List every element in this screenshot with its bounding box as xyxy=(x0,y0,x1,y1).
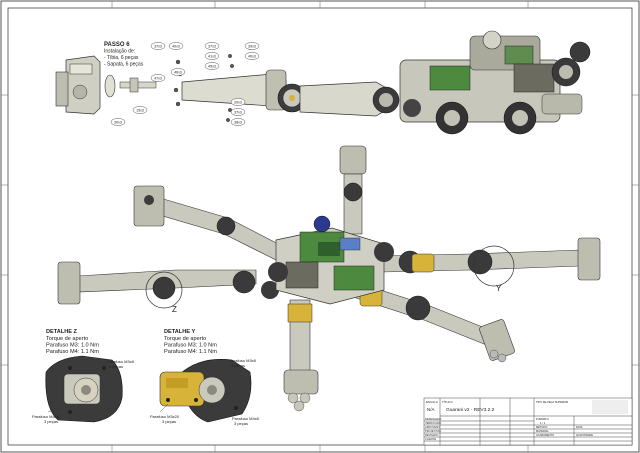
part-balloon-label: 15x3 xyxy=(136,108,144,112)
part-balloon-label: 45x3 xyxy=(208,64,216,68)
title-block-title-label: TÍTULO xyxy=(442,400,453,404)
detail-z-torque-line: Parafuso M3: 1.0 Nm xyxy=(46,343,99,349)
step-line: Instalação de: xyxy=(104,49,135,55)
title-block-row-label: PROJETISTA xyxy=(425,429,441,433)
robot-body-top-view xyxy=(372,30,591,135)
foot-part xyxy=(55,55,101,115)
title-block-row-label: DESENHADO xyxy=(425,417,441,421)
leg-bottom xyxy=(283,299,319,412)
part-balloon-label: 38x3 xyxy=(234,120,242,124)
detail-y-note-line: Parafuso M4x8 xyxy=(232,416,260,421)
title-block-row-label: APROVADO xyxy=(425,425,440,429)
part-balloon-label: 20x3 xyxy=(234,100,242,104)
title-block-field: QUANTIDADE xyxy=(576,433,593,437)
title-block-row-label: CLIENTE xyxy=(425,437,436,441)
title-block-field: DATA xyxy=(576,425,583,429)
part-balloon-label: 40x3 xyxy=(172,44,180,48)
bushing-part xyxy=(129,77,139,93)
detail-z-note-line: 3 peças xyxy=(44,419,58,424)
exploded-view-step-6: PASSO 6 Instalação de: - Tíbia, 6 peças … xyxy=(55,30,591,135)
leg-upper-left xyxy=(133,185,287,263)
drawing-title: Guarani v2 - REV3.2.2 xyxy=(446,407,495,413)
part-balloon-label: 37x3 xyxy=(154,44,162,48)
detail-y-note-line: 3 peças xyxy=(162,419,176,424)
title-block-field: ACABAMENTO xyxy=(536,433,554,437)
part-balloon: 40x3 xyxy=(244,52,260,60)
part-balloon-label: 37x3 xyxy=(234,110,242,114)
title-block xyxy=(423,397,633,446)
detail-z-drawing xyxy=(45,355,123,423)
title-block-row-label: VERIFICADO xyxy=(425,421,441,425)
part-balloon-label: 46x3 xyxy=(174,70,182,74)
robot-body xyxy=(268,215,394,305)
part-balloon: 47x3 xyxy=(150,74,166,82)
detail-z-section: DETALHE Z Torque de aperto Parafuso M3: … xyxy=(32,329,135,424)
title-block-field: MÉTODO xyxy=(536,424,547,429)
detail-z-note-line: Parafuso M3x8 xyxy=(107,359,135,364)
part-balloon-label: 30x3 xyxy=(114,120,122,124)
detail-y-torque-line: Parafuso M3: 1.0 Nm xyxy=(164,343,217,349)
step-line: - Sapata, 6 peças xyxy=(104,62,144,68)
part-balloon-label: 39x3 xyxy=(248,44,256,48)
part-balloon: 37x3 xyxy=(230,108,246,116)
detail-z-torque-line: Parafuso M4: 1.1 Nm xyxy=(46,349,99,355)
part-balloon: 38x3 xyxy=(230,118,246,126)
part-balloon: 37x3 xyxy=(150,42,166,50)
title-block-scale: N/A xyxy=(427,407,435,412)
detail-y-callout-label: Y xyxy=(496,284,502,293)
part-balloon: 45x3 xyxy=(204,62,220,70)
detail-y-note-line: 3 peças xyxy=(231,363,245,368)
leg-lower-right xyxy=(355,283,515,363)
part-balloon: 15x3 xyxy=(132,106,148,114)
part-balloon: 41x3 xyxy=(204,52,220,60)
leader-line xyxy=(223,361,229,369)
detail-y-note-line: 3 peças xyxy=(234,421,248,426)
part-balloons: 37x3 40x3 37x3 41x3 45x3 46x3 47x3 15x3 30x3 20x3… xyxy=(110,42,260,126)
detail-z-torque-title: Torque de aperto xyxy=(46,336,88,342)
step-line: - Tíbia, 6 peças xyxy=(104,55,139,61)
detail-y-torque-line: Parafuso M4: 1.1 Nm xyxy=(164,349,217,355)
leader-line xyxy=(103,361,107,367)
leg-top xyxy=(339,145,367,235)
part-balloon: 20x3 xyxy=(230,98,246,106)
title-block-field: MATERIAL xyxy=(536,429,549,433)
detail-y-callout-circle xyxy=(473,245,515,287)
detail-z-title: DETALHE Z xyxy=(46,329,78,335)
part-balloon-label: 40x3 xyxy=(248,54,256,58)
hexapod-isometric-view: Y Z xyxy=(57,145,601,412)
washer-part xyxy=(104,74,116,98)
part-balloon: 37x3 xyxy=(204,42,220,50)
title-block-field: FORMATO xyxy=(536,417,549,421)
leader-line xyxy=(159,403,169,413)
part-balloon-label: 41x3 xyxy=(208,54,216,58)
step-title: PASSO 6 xyxy=(104,42,130,48)
detail-y-section: DETALHE Y Torque de aperto Parafuso M3: … xyxy=(150,329,260,426)
part-balloon-label: 47x3 xyxy=(154,76,162,80)
detail-y-torque-title: Torque de aperto xyxy=(164,336,206,342)
detail-y-note-line: Parafuso M3x20 xyxy=(150,414,180,419)
detail-z-callout-label: Z xyxy=(172,305,177,314)
part-balloon: 40x3 xyxy=(168,42,184,50)
part-balloon: 46x3 xyxy=(170,68,186,76)
joint-motor xyxy=(277,83,307,113)
part-balloon: 30x3 xyxy=(110,118,126,126)
detail-y-title: DETALHE Y xyxy=(164,329,195,335)
detail-y-drawing xyxy=(159,359,252,423)
title-block-scale-label: ESCALA xyxy=(426,400,438,404)
leader-line xyxy=(47,407,63,413)
part-balloon: 39x3 xyxy=(244,42,260,50)
title-block-row-label: REVISADO xyxy=(425,433,438,437)
title-block-right-header: TIPO DE PEÇA SUPERIOR xyxy=(536,400,568,404)
part-balloon-label: 37x3 xyxy=(208,44,216,48)
detail-z-note-line: 6 peças xyxy=(109,364,123,369)
leg-right xyxy=(381,237,601,281)
sheet-number: 1 / 1 xyxy=(540,421,546,425)
detail-z-callout-circle xyxy=(145,271,183,309)
leader-line xyxy=(233,409,237,415)
detail-y-note-line: Parafuso M3x8 xyxy=(229,358,257,363)
leg-left xyxy=(57,261,279,305)
detail-z-note-line: Parafuso M4x8 xyxy=(32,414,60,419)
